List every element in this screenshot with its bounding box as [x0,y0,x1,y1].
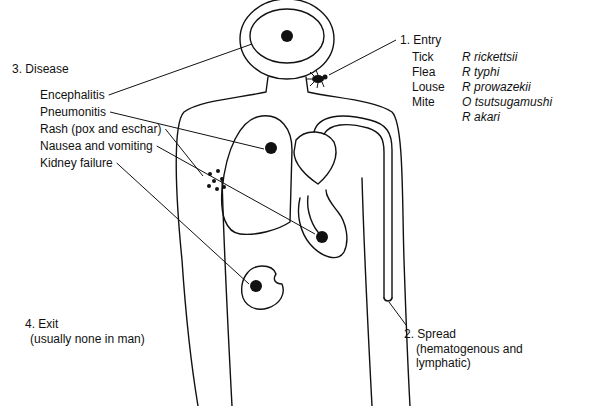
disease-label: Rash (pox and eschar) [40,122,161,136]
note-label: (usually none in man) [30,332,145,346]
organism-label: O tsutsugamushi [462,95,552,109]
organism-label: R akari [462,110,500,124]
section-heading: 1. Entry [400,33,441,47]
section-heading: 4. Exit [25,317,58,331]
organism-label: R rickettsii [462,50,517,64]
disease-label: Nausea and vomiting [40,139,153,153]
vector-label: Tick [412,50,434,64]
vector-label: Mite [412,95,435,109]
leader-line [117,163,249,284]
leader-line [109,44,252,95]
vector-label: Flea [412,65,435,79]
disease-label: Kidney failure [40,156,113,170]
section-heading: 2. Spread [404,327,456,341]
leader-line [329,40,396,75]
organism-label: R prowazekii [462,80,531,94]
vector-label: Louse [412,80,445,94]
organism-label: R typhi [462,65,499,79]
section-heading: 3. Disease [12,62,69,76]
leader-line [389,302,406,325]
disease-label: Encephalitis [40,88,105,102]
disease-label: Pneumonitis [40,105,106,119]
note-label: (hematogenous and lymphatic) [416,342,528,370]
